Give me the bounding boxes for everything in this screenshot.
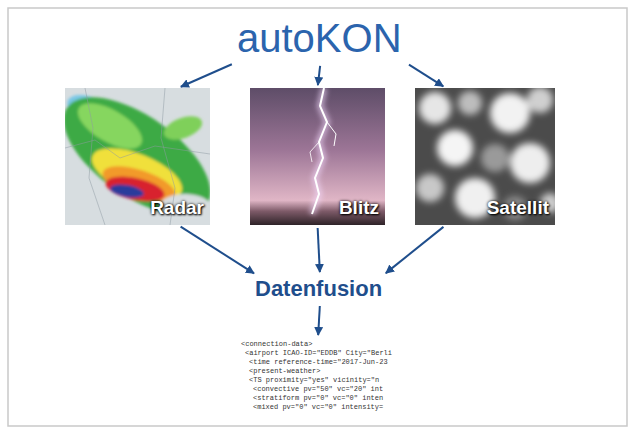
flow-arrow	[318, 228, 320, 272]
code-line: <convective pv="50" vc="20" int	[241, 385, 395, 394]
lightning-picture	[250, 88, 385, 225]
code-line: <present-weather>	[241, 367, 395, 376]
image-caption: Satellit	[487, 197, 549, 219]
fusion-box: Datenfusion	[251, 275, 389, 303]
code-line: <time reference-time="2017-Jun-23	[241, 358, 395, 367]
logo-text: autoKON	[237, 16, 404, 61]
satellite-picture	[415, 88, 555, 225]
image-caption: Radar	[150, 197, 204, 219]
frame	[8, 8, 627, 426]
flow-arrow	[318, 306, 320, 335]
radar-picture	[65, 88, 210, 225]
code-line: <TS proximity="yes" vicinity="n	[241, 376, 395, 385]
flow-arrow	[181, 64, 232, 87]
satellite-image: Satellit	[415, 88, 555, 225]
process-label: Datenfusion	[255, 276, 385, 302]
image-caption: Blitz	[339, 197, 379, 219]
radar-image: Radar	[65, 88, 210, 225]
code-line: <mixed pv="0" vc="0" intensity=	[241, 403, 395, 412]
code-line: <stratiform pv="0" vc="0" inten	[241, 394, 395, 403]
lightning-image: Blitz	[250, 88, 385, 225]
flow-arrow	[409, 65, 443, 87]
xml-snippet: <connection-data><airport ICAO-ID="EDDB"…	[237, 338, 399, 414]
flow-arrow	[181, 227, 254, 274]
flow-arrow	[318, 66, 320, 85]
logo-box: autoKON	[231, 14, 410, 63]
flow-arrow	[386, 227, 444, 273]
code-line: <connection-data>	[241, 340, 395, 349]
code-line: <airport ICAO-ID="EDDB" City="Berli	[241, 349, 395, 358]
